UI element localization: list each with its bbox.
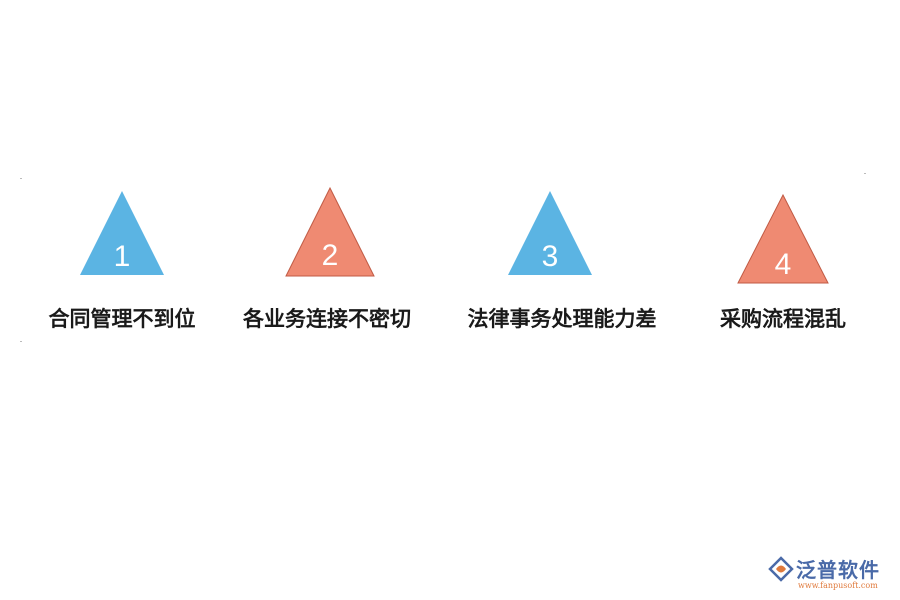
triangle-icon: 3 (508, 191, 592, 275)
triangle-shape (508, 191, 592, 275)
triangle-shape (737, 193, 829, 284)
brand-logo: 泛普软件 www.fanpusoft.com (768, 554, 892, 594)
step-number: 1 (114, 240, 131, 273)
step-number: 4 (775, 248, 792, 281)
step-number: 3 (542, 240, 559, 273)
step-label-3: 法律事务处理能力差 (467, 307, 657, 331)
triangle-icon: 1 (80, 191, 164, 275)
brand-name: 泛普软件 (796, 558, 880, 582)
step-label-4: 采购流程混乱 (720, 307, 846, 331)
triangle-shape (285, 186, 375, 277)
corner-mark (20, 341, 22, 342)
brand-url: www.fanpusoft.com (798, 581, 878, 590)
triangle-shape (80, 191, 164, 275)
triangle-icon: 4 (737, 193, 829, 284)
corner-mark (864, 173, 866, 174)
step-triangle-4: 4 (737, 193, 829, 284)
corner-mark (20, 178, 22, 179)
step-triangle-1: 1 (79, 190, 165, 276)
step-triangle-2: 2 (285, 186, 375, 277)
step-number: 2 (322, 239, 339, 272)
triangle-icon: 2 (285, 186, 375, 277)
step-triangle-3: 3 (507, 190, 593, 276)
brand-logo-icon (768, 556, 794, 582)
step-label-2: 各业务连接不密切 (243, 307, 411, 331)
step-label-1: 合同管理不到位 (48, 307, 196, 331)
